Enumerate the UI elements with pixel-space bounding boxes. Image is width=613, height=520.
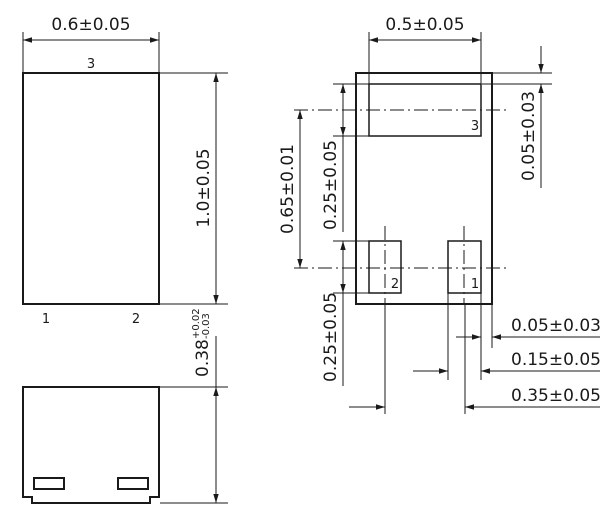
bottom-pad-2-label: 2: [391, 277, 399, 292]
top-view: 0.6±0.05 1.0±0.05 3 1 2: [22, 15, 228, 327]
bottom-width-dim: 0.5±0.05: [385, 15, 464, 35]
bottom-pad3-height-dim: 0.25±0.05: [321, 140, 341, 230]
side-thickness-tol-upper: +0.02: [191, 308, 202, 339]
bottom-pad-3-label: 3: [471, 119, 479, 134]
bottom-pad-span-dim: 0.35±0.05: [511, 386, 601, 406]
side-view: 0.38 +0.02 -0.03: [22, 308, 228, 504]
top-width-dim: 0.6±0.05: [51, 15, 130, 35]
side-thickness-dim: 0.38: [193, 339, 213, 377]
bottom-pitch-dim: 0.65±0.01: [278, 144, 298, 234]
top-height-dim: 1.0±0.05: [194, 148, 214, 227]
bottom-pad-width-dim: 0.15±0.05: [511, 350, 601, 370]
bottom-right-edge-dim: 0.05±0.03: [519, 91, 539, 181]
top-pin-2-label: 2: [132, 312, 140, 327]
bottom-view-body: [355, 72, 493, 305]
bottom-edge-gap-dim: 0.05±0.03: [511, 316, 601, 336]
bottom-view: 3 2 1 0.5±0.05 0.05±0.03 0.65±0.01 0.25±…: [278, 15, 601, 414]
side-thickness-tol-lower: -0.03: [201, 313, 212, 339]
side-pad-right: [117, 477, 149, 490]
top-pin-1-label: 1: [42, 312, 50, 327]
bottom-pad12-height-dim: 0.25±0.05: [321, 292, 341, 382]
side-view-body: [22, 386, 160, 504]
top-pin-3-label: 3: [87, 57, 95, 72]
bottom-pad-1-label: 1: [471, 277, 479, 292]
top-view-body: [22, 72, 160, 305]
side-pad-left: [33, 477, 65, 490]
